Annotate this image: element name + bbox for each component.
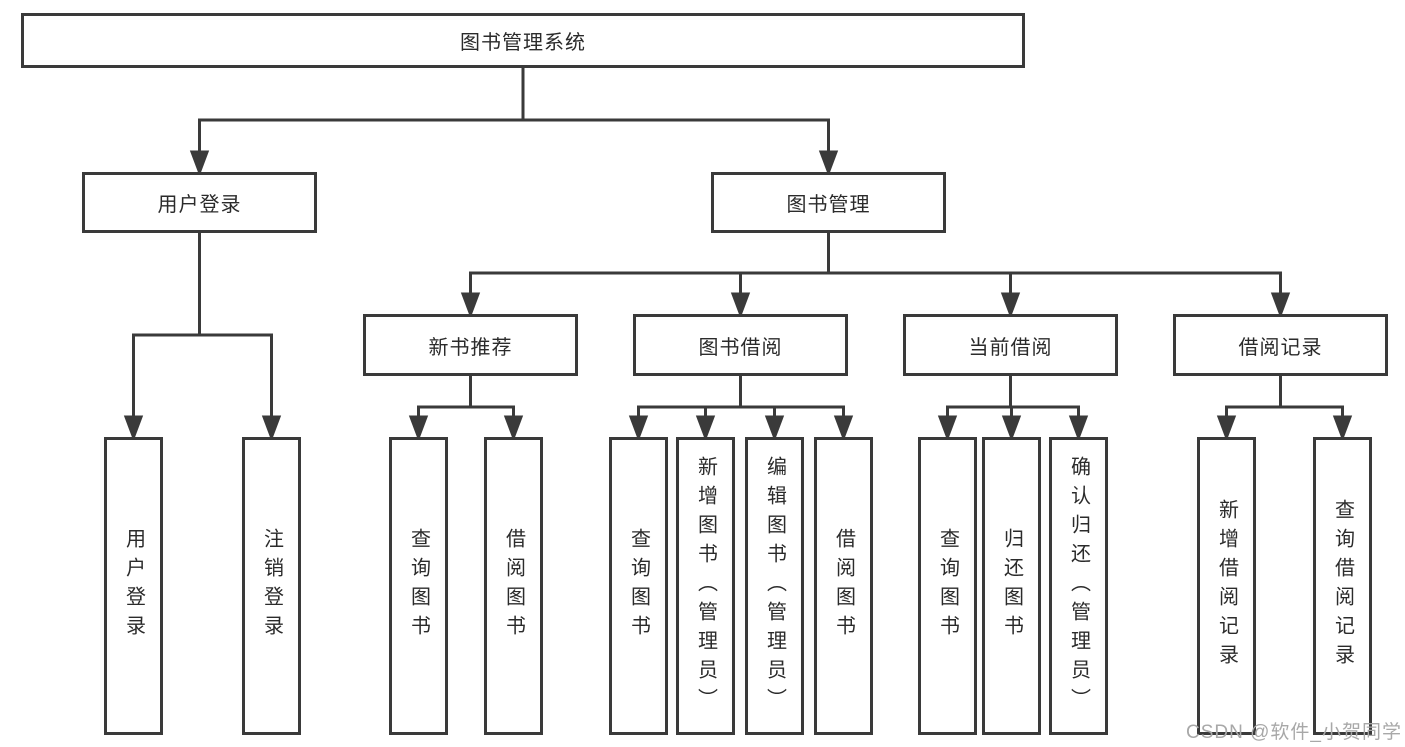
leaf-user-login: 用户登录 [104,437,163,735]
leaf-add-borrowing-record: 新增借阅记录 [1197,437,1256,735]
leaf-label: 借阅图书 [832,528,855,644]
leaf-new-book-borrow-books: 借阅图书 [484,437,543,735]
leaf-label: 查询图书 [627,528,650,644]
leaf-label: 确认归还（管理员） [1067,455,1090,717]
csdn-watermark: CSDN @软件_小贺同学 [1186,722,1402,743]
node-label: 借阅记录 [1238,336,1323,359]
leaf-borrowing-borrow-books: 借阅图书 [814,437,873,735]
node-new-book-recommendation: 新书推荐 [363,314,578,376]
node-current-borrowing: 当前借阅 [903,314,1118,376]
leaf-current-query-books: 查询图书 [918,437,977,735]
leaf-label: 归还图书 [1000,528,1023,644]
leaf-confirm-return-admin: 确认归还（管理员） [1049,437,1108,735]
node-label: 图书管理 [786,194,871,216]
node-label: 图书管理系统 [460,32,586,54]
leaf-label: 编辑图书（管理员） [763,455,786,717]
leaf-label: 用户登录 [122,528,145,644]
leaf-label: 查询图书 [407,528,430,644]
leaf-label: 查询借阅记录 [1331,499,1354,673]
node-book-borrowing: 图书借阅 [633,314,848,376]
leaf-return-books: 归还图书 [982,437,1041,735]
leaf-logout: 注销登录 [242,437,301,735]
node-user-login: 用户登录 [82,172,317,233]
leaf-label: 新增借阅记录 [1215,499,1238,673]
node-borrowing-records: 借阅记录 [1173,314,1388,376]
leaf-label: 查询图书 [936,528,959,644]
leaf-edit-books-admin: 编辑图书（管理员） [745,437,804,735]
node-book-management: 图书管理 [711,172,946,233]
node-label: 新书推荐 [428,336,513,359]
leaf-borrowing-query-books: 查询图书 [609,437,668,735]
leaf-label: 注销登录 [260,528,283,644]
leaf-new-book-query-books: 查询图书 [389,437,448,735]
node-label: 当前借阅 [968,336,1053,359]
leaf-query-borrowing-record: 查询借阅记录 [1313,437,1372,735]
leaf-label: 新增图书（管理员） [694,455,717,717]
leaf-add-books-admin: 新增图书（管理员） [676,437,735,735]
leaf-label: 借阅图书 [502,528,525,644]
node-label: 图书借阅 [698,336,783,359]
node-library-management-system: 图书管理系统 [21,13,1025,68]
node-label: 用户登录 [157,194,242,216]
